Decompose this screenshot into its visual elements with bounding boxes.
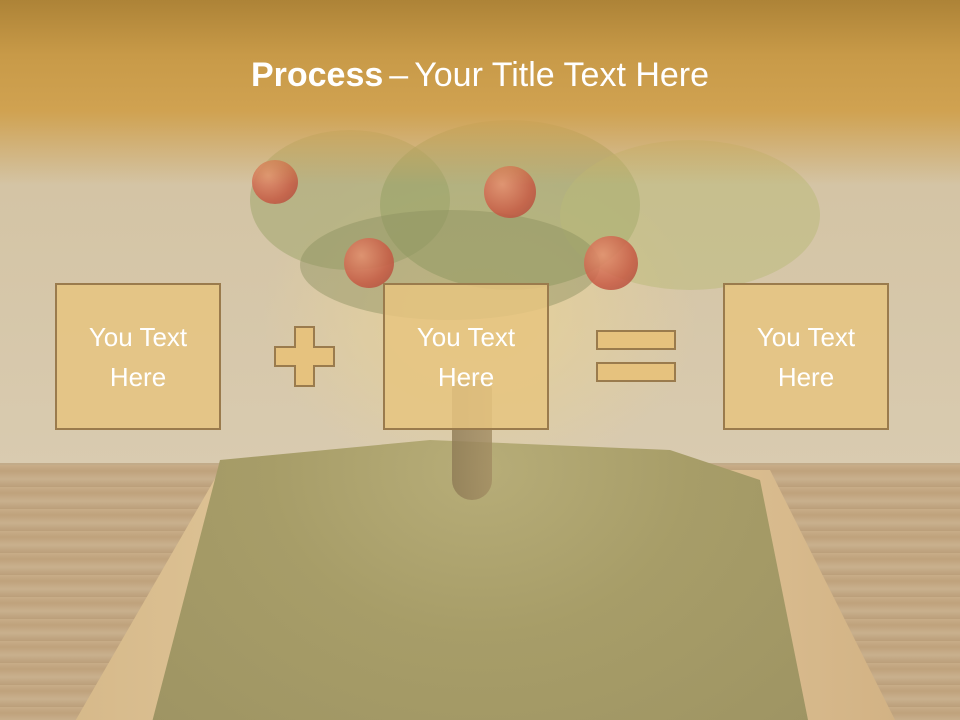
- equals-bar-bottom: [596, 362, 676, 382]
- plus-icon: [274, 326, 335, 387]
- apple: [584, 236, 638, 290]
- process-box-1[interactable]: You Text Here: [55, 283, 221, 430]
- apple: [344, 238, 394, 288]
- equals-bar-top: [596, 330, 676, 350]
- process-box-3-text: You Text Here: [756, 321, 856, 392]
- process-box-2-text: You Text Here: [416, 321, 516, 392]
- title-bold: Process: [250, 56, 384, 94]
- title-band: [0, 0, 960, 185]
- slide-title[interactable]: Process–Your Title Text Here: [0, 52, 960, 98]
- process-box-1-text: You Text Here: [88, 321, 188, 392]
- process-box-3[interactable]: You Text Here: [723, 283, 889, 430]
- title-text: Your Title Text Here: [414, 56, 710, 94]
- equals-icon: [596, 330, 676, 384]
- title-separator: –: [389, 56, 409, 94]
- process-box-2[interactable]: You Text Here: [383, 283, 549, 430]
